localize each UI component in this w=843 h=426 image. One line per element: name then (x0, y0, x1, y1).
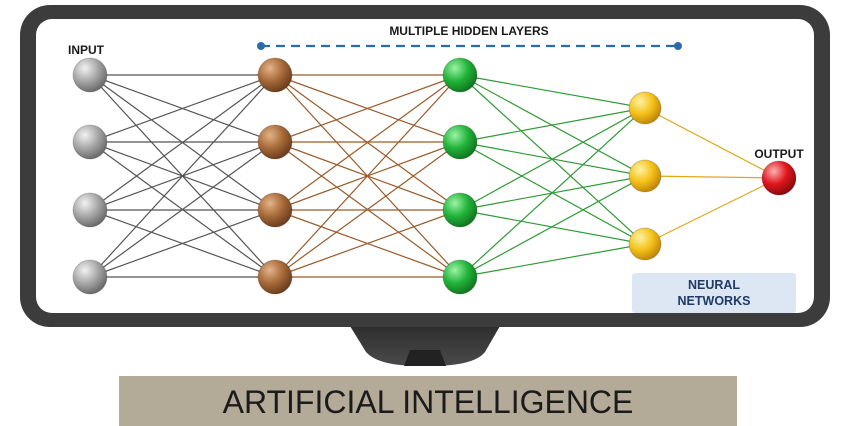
hidden-1-node (257, 124, 293, 160)
connection-line (89, 74, 276, 211)
connection-line (644, 107, 780, 179)
monitor-stand (350, 326, 500, 366)
connection-line (274, 74, 461, 143)
connection-line (89, 74, 276, 278)
hidden-1-node (257, 259, 293, 295)
hidden-layers-label: MULTIPLE HIDDEN LAYERS (389, 24, 548, 38)
connection-line (274, 74, 461, 211)
badge-line-1: NEURAL (688, 278, 740, 292)
connection-line (89, 74, 276, 143)
connection-line (459, 243, 646, 278)
banner-title: ARTIFICIAL INTELLIGENCE (223, 384, 634, 420)
connection-line (274, 141, 461, 278)
hidden-2-node (442, 124, 478, 160)
badge-line-2: NETWORKS (678, 294, 751, 308)
connection-line (644, 177, 780, 245)
neuron-nodes (72, 57, 797, 295)
input-node (72, 259, 108, 295)
hidden-3-node (628, 159, 662, 193)
connection-line (644, 175, 780, 179)
input-node (72, 192, 108, 228)
connection-line (274, 209, 461, 278)
connection-line (274, 74, 461, 278)
connection-line (459, 107, 646, 143)
indicator-dot-right (674, 42, 682, 50)
output-label: OUTPUT (754, 147, 804, 161)
hidden-2-node (442, 259, 478, 295)
output-node (761, 160, 797, 196)
input-node (72, 57, 108, 93)
hidden-1-node (257, 192, 293, 228)
hidden-1-node (257, 57, 293, 93)
connection-line (459, 74, 646, 109)
hidden-3-node (628, 227, 662, 261)
connection-line (459, 107, 646, 211)
neural-networks-badge: NEURAL NETWORKS (632, 273, 796, 313)
connection-line (459, 107, 646, 278)
connection-line (89, 141, 276, 278)
connection-lines (89, 74, 780, 278)
monitor-screen (36, 19, 814, 313)
indicator-dot-left (257, 42, 265, 50)
connection-line (89, 209, 276, 278)
input-label: INPUT (68, 43, 105, 57)
hidden-3-node (628, 91, 662, 125)
title-banner (119, 376, 737, 426)
hidden-layers-indicator (257, 42, 682, 50)
hidden-2-node (442, 57, 478, 93)
connection-line (459, 175, 646, 278)
hidden-2-node (442, 192, 478, 228)
input-node (72, 124, 108, 160)
